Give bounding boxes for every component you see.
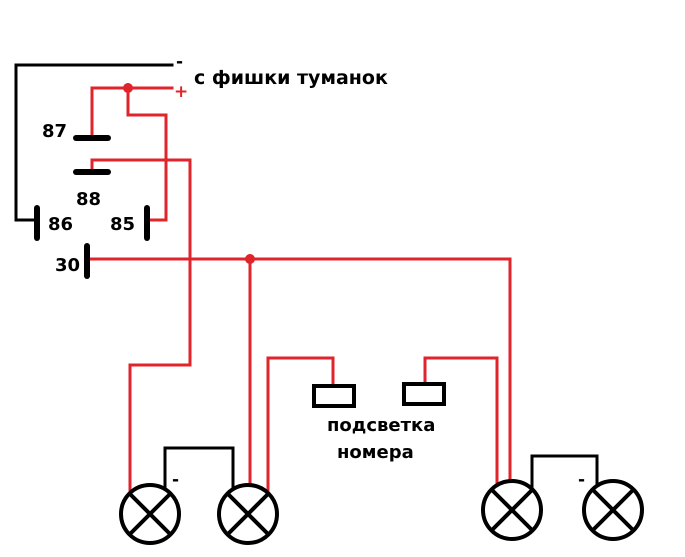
- plate-light-label-line1: подсветка: [327, 415, 435, 436]
- supply-plus-sign: +: [174, 82, 188, 102]
- plate-light-label-line2: номера: [337, 442, 414, 463]
- wire-plate-light-left: [266, 356, 335, 492]
- pin-label-85: 85: [110, 214, 135, 235]
- lamp-icon: [217, 483, 279, 545]
- wire-88-to-left-lamp: [90, 158, 192, 492]
- pin-label-86: 86: [48, 214, 73, 235]
- lamp-right-ground-sign: -: [578, 470, 585, 490]
- ground-wire: [14, 63, 174, 222]
- wire-plate-light-right: [423, 356, 499, 492]
- plate-light-socket-right: [402, 382, 446, 406]
- supply-wire-to-85: [126, 86, 168, 222]
- supply-minus-sign: -: [176, 52, 183, 72]
- lamp-left-ground-sign: -: [172, 470, 179, 490]
- supply-source-label: с фишки туманок: [194, 67, 388, 89]
- lamp-icon: [582, 479, 644, 541]
- pin-label-87: 87: [42, 121, 67, 142]
- lamp-icon: [481, 479, 543, 541]
- lamp-ground-left: [163, 446, 235, 490]
- supply-wire-to-87: [90, 86, 174, 139]
- lamp-ground-right: [530, 454, 599, 490]
- pin-label-88: 88: [76, 189, 101, 210]
- plate-light-socket-left: [312, 384, 356, 408]
- pin-label-30: 30: [55, 255, 80, 276]
- supply-junction: [123, 83, 133, 93]
- wire-30-main: [84, 257, 512, 488]
- lamp-icon: [119, 483, 181, 545]
